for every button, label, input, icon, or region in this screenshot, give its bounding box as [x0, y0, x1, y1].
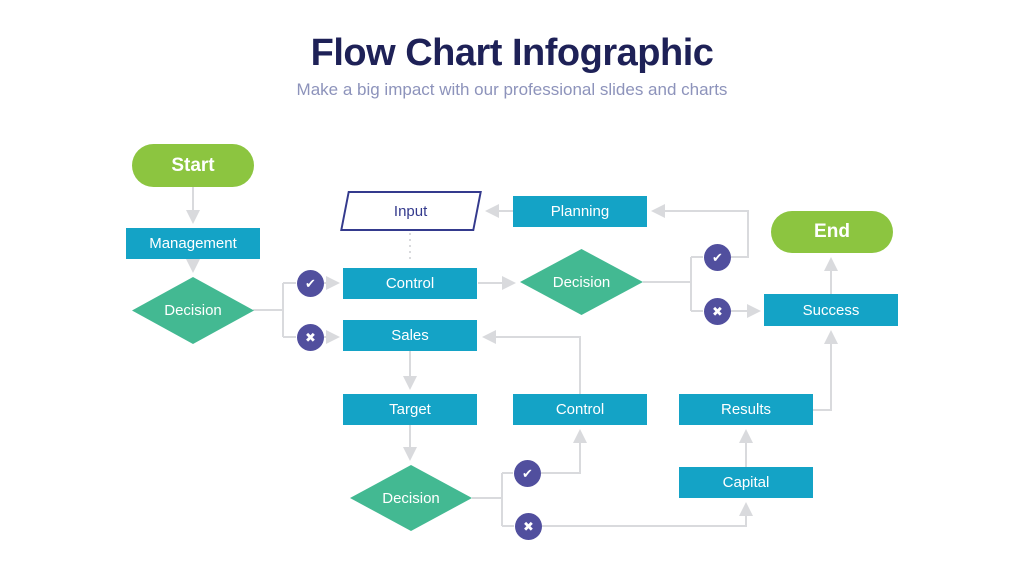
check-icon: ✔ [514, 460, 541, 487]
node-control-1: Control [343, 268, 477, 299]
node-capital-label: Capital [722, 474, 770, 491]
node-input: Input [340, 191, 482, 231]
edge-decision3-branch [472, 472, 514, 527]
node-end: End [771, 211, 893, 253]
edge-check2-planning [651, 204, 749, 258]
node-capital: Capital [679, 467, 813, 498]
node-management-label: Management [149, 235, 237, 252]
page-subtitle: Make a big impact with our professional … [296, 80, 728, 99]
cross-icon: ✖ [704, 298, 731, 325]
cross-glyph: ✖ [523, 519, 534, 534]
node-control-1-label: Control [385, 275, 435, 292]
node-results-label: Results [720, 401, 772, 418]
node-target: Target [343, 394, 477, 425]
node-control-2: Control [513, 394, 647, 425]
node-start-label: Start [171, 154, 215, 176]
node-end-label: End [814, 221, 850, 242]
edge-control2-sales [482, 330, 581, 394]
node-input-label: Input [394, 202, 428, 220]
check-glyph: ✔ [305, 276, 316, 291]
edge-results-success [813, 330, 838, 411]
cross-icon: ✖ [515, 513, 542, 540]
node-results: Results [679, 394, 813, 425]
page-title: Flow Chart Infographic [310, 32, 714, 74]
cross-icon: ✖ [297, 324, 324, 351]
node-start: Start [132, 144, 254, 187]
check-glyph: ✔ [712, 250, 723, 265]
node-success: Success [764, 294, 898, 326]
node-control-2-label: Control [555, 401, 605, 418]
node-sales: Sales [343, 320, 477, 351]
check-icon: ✔ [297, 270, 324, 297]
edge-decision2-branch [643, 256, 703, 312]
edge-cross3-capital [542, 502, 753, 527]
node-target-label: Target [389, 401, 431, 418]
edge-check3-control2 [541, 429, 587, 474]
node-decision-2-label: Decision [552, 273, 611, 291]
node-management: Management [126, 228, 260, 259]
node-decision-1-label: Decision [164, 302, 222, 319]
node-sales-label: Sales [391, 327, 429, 344]
node-planning-label: Planning [550, 203, 610, 220]
node-success-label: Success [802, 301, 860, 319]
cross-glyph: ✖ [712, 304, 723, 319]
node-planning: Planning [513, 196, 647, 227]
edge-decision1-branch [253, 282, 296, 338]
cross-glyph: ✖ [305, 330, 316, 345]
check-icon: ✔ [704, 244, 731, 271]
node-decision-3-label: Decision [382, 489, 440, 507]
check-glyph: ✔ [522, 466, 533, 481]
